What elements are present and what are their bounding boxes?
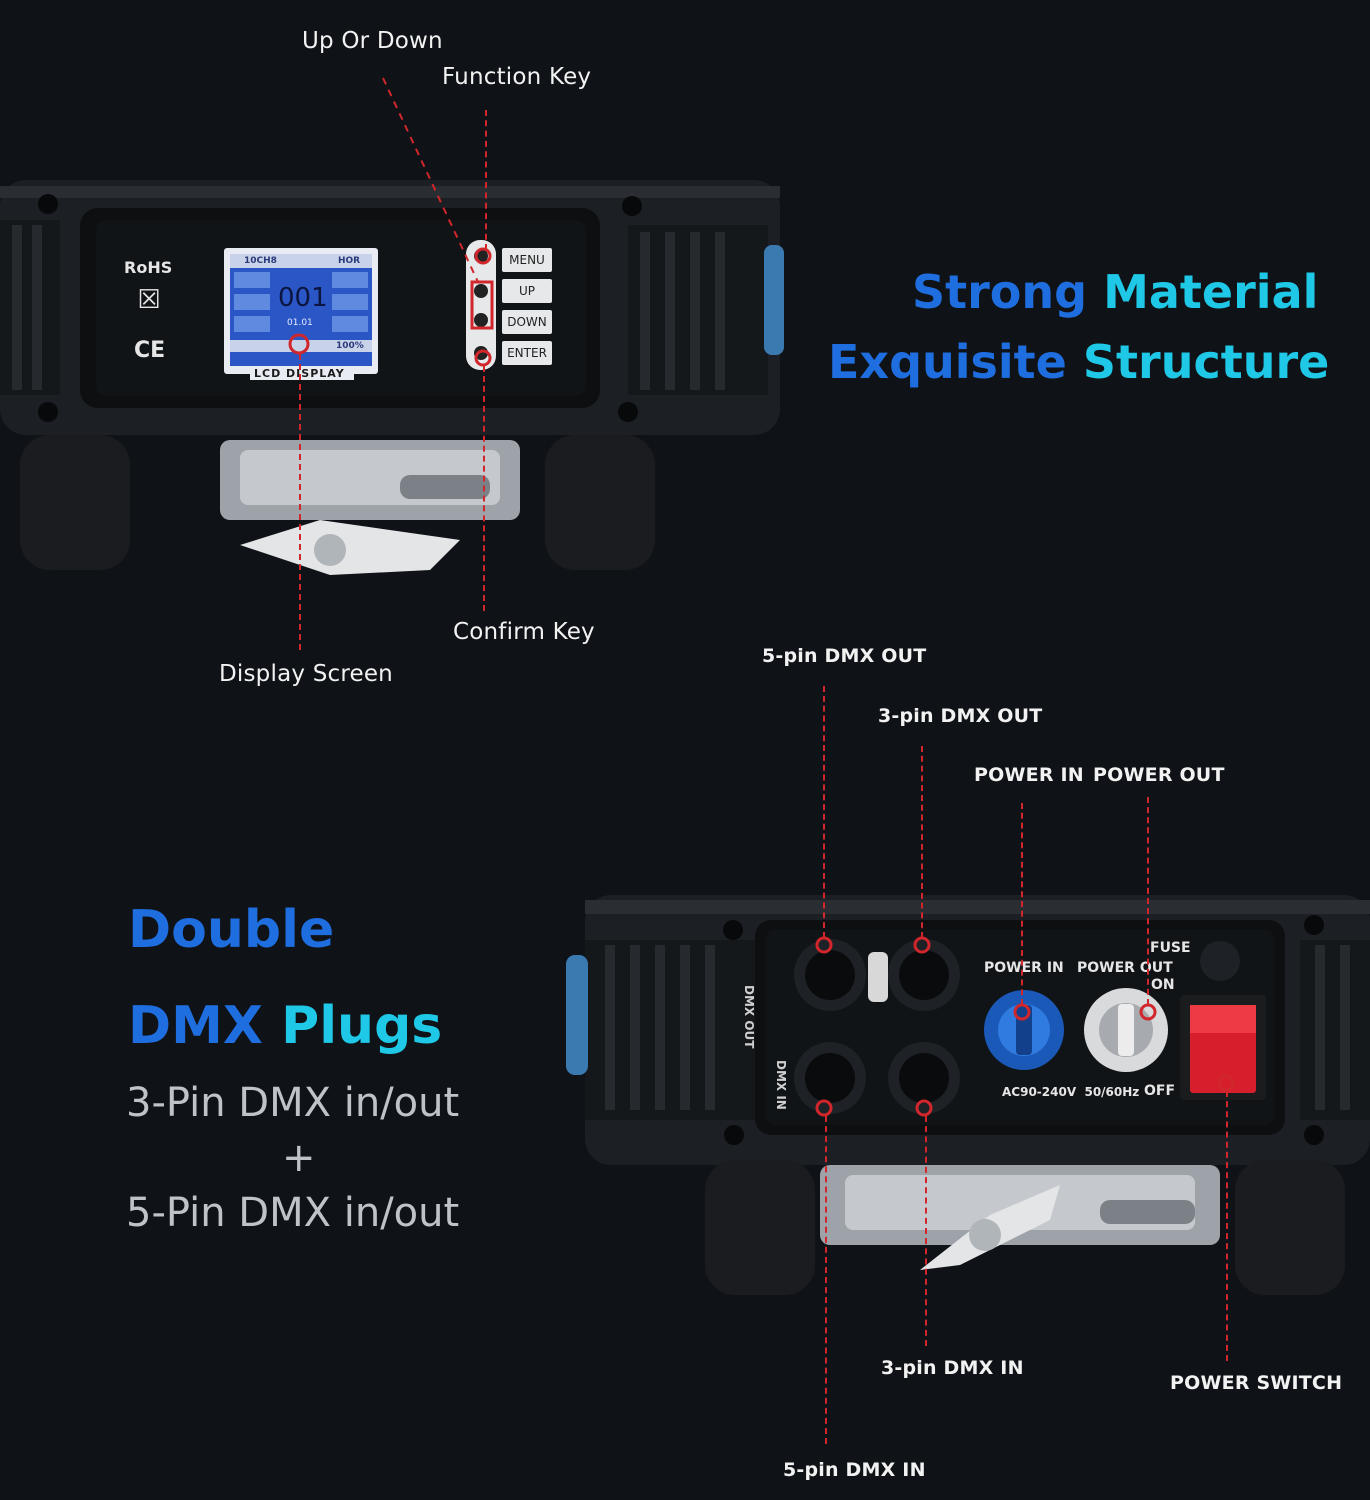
lcd-value: 001 [278,283,328,313]
power-in-marking: POWER IN [984,960,1064,976]
headline-word-structure: Structure [1082,335,1330,389]
dmx-in-marking: DMX IN [774,1060,788,1110]
down-button[interactable]: DOWN [507,315,547,329]
headline-strong-material: Strong Material [912,265,1318,319]
headline-word-strong: Strong [912,265,1088,319]
rohs-mark: RoHS [124,258,173,277]
callout-line-power-out [1147,797,1149,1005]
weee-bin-icon: ☒ [137,285,161,315]
headline-word-dmx: DMX [128,996,264,1056]
headline-word-exquisite: Exquisite [828,335,1067,389]
callout-line-3pin-out [921,746,923,938]
lcd-caption: LCD DISPLAY [254,367,345,380]
power-out-marking: POWER OUT [1077,960,1173,976]
fuse-marking: FUSE [1150,940,1191,956]
label-up-or-down: Up Or Down [302,28,443,54]
lcd-footer-right: 100% [336,341,364,351]
ce-mark: CE [134,338,166,363]
up-button[interactable]: UP [518,284,536,298]
spec-plus: + [282,1135,316,1181]
spec-3pin: 3-Pin DMX in/out [126,1080,460,1126]
callout-line-confirm-key [483,366,485,611]
headline-word-plugs: Plugs [281,996,443,1056]
headline-exquisite-structure: Exquisite Structure [828,335,1329,389]
dmx-out-marking: DMX OUT [742,985,756,1049]
label-5pin-dmx-in: 5-pin DMX IN [783,1459,926,1481]
callout-line-power-switch [1226,1091,1228,1361]
callout-line-function-key [485,110,487,250]
label-5pin-dmx-out: 5-pin DMX OUT [762,645,927,667]
label-display-screen: Display Screen [219,661,393,687]
menu-button[interactable]: MENU [509,253,545,267]
rating-marking: AC90-240V 50/60Hz [1002,1085,1140,1099]
bottom-unit [566,895,1370,1295]
spec-5pin: 5-Pin DMX in/out [126,1190,460,1236]
callout-line-power-in [1021,803,1023,1005]
callout-line-5pin-out [823,686,825,938]
callout-line-3pin-in [925,1116,927,1346]
lcd-subvalue: 01.01 [287,318,313,328]
label-3pin-dmx-out: 3-pin DMX OUT [878,705,1043,727]
lcd-header-right: HOR [338,256,361,266]
label-3pin-dmx-in: 3-pin DMX IN [881,1357,1024,1379]
label-power-switch: POWER SWITCH [1170,1372,1343,1394]
label-confirm-key: Confirm Key [453,619,595,645]
label-power-in: POWER IN [974,764,1084,786]
label-function-key: Function Key [442,64,592,90]
headline-double: Double [128,900,335,960]
label-power-out: POWER OUT [1093,764,1225,786]
off-marking: OFF [1144,1083,1176,1099]
callout-line-5pin-in [825,1116,827,1444]
enter-button[interactable]: ENTER [507,346,547,360]
callout-line-display-screen [299,354,301,650]
headline-word-material: Material [1103,265,1319,319]
on-marking: ON [1151,977,1175,993]
lcd-header-left: 10CH8 [244,256,277,266]
headline-dmx-plugs: DMX Plugs [128,996,442,1056]
top-unit [0,77,784,575]
